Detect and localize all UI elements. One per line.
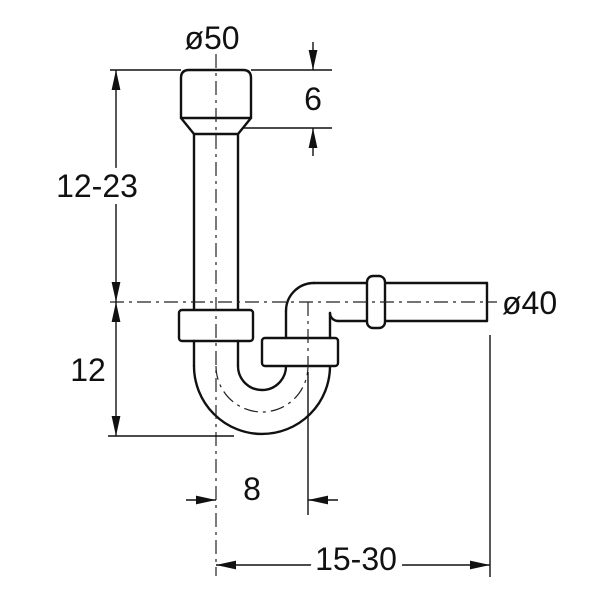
trap-body: [177, 68, 489, 436]
label-trap-depth: 12: [70, 352, 106, 388]
label-trap-offset: 8: [243, 471, 261, 507]
label-inlet-diameter: ø50: [184, 20, 239, 56]
dim-cap-height: [308, 42, 318, 156]
centerline-u-bend: [215, 365, 309, 413]
u-bend: [192, 364, 332, 436]
elbow: [284, 281, 340, 340]
label-cap-height: 6: [304, 81, 322, 117]
dimension-lines: [108, 42, 491, 577]
outlet-pipe: [312, 281, 489, 323]
dim-trap-depth: [108, 302, 234, 437]
inlet-pipe-lower: [192, 339, 240, 368]
union-nut-lower: [260, 336, 340, 368]
inlet-pipe: [192, 132, 240, 312]
label-outlet-diameter: ø40: [502, 285, 557, 321]
centerlines: [110, 54, 497, 576]
dim-outlet-length: [216, 335, 491, 577]
dim-inlet-length: [111, 70, 121, 302]
label-inlet-length: 12-23: [56, 168, 138, 204]
label-outlet-length: 15-30: [315, 541, 397, 577]
dim-trap-offset: [186, 372, 338, 515]
dimension-labels: ø50 6 12-23 12 8 15-30 ø40: [49, 20, 557, 584]
